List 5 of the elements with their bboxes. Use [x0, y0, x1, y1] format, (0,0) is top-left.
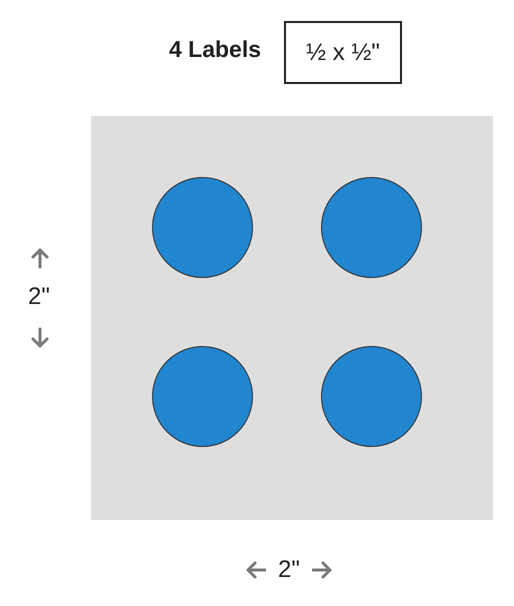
label-sheet [91, 116, 493, 520]
size-box: ½ x ½" [284, 21, 402, 84]
dimension-label: 2" [28, 283, 50, 311]
dimension-label: 2" [278, 556, 300, 584]
title: 4 Labels [168, 36, 262, 63]
